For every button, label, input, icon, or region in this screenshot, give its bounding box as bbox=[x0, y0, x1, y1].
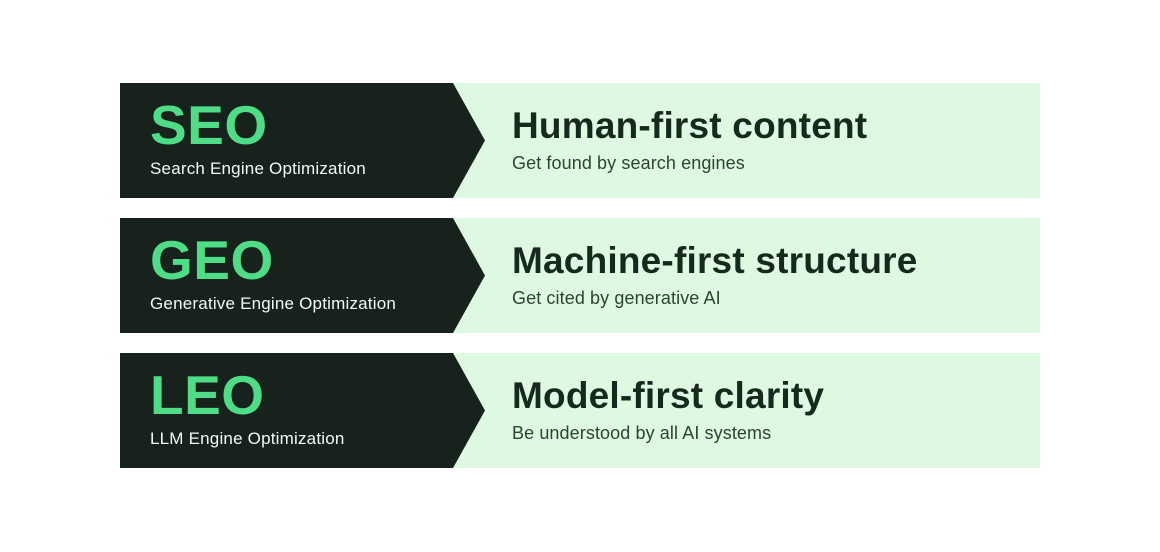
leo-acronym-full: LLM Engine Optimization bbox=[150, 429, 345, 449]
geo-title: Machine-first structure bbox=[512, 240, 918, 281]
leo-arrow-panel: LEO LLM Engine Optimization bbox=[120, 353, 485, 468]
seo-arrow-panel: SEO Search Engine Optimization bbox=[120, 83, 485, 198]
seo-acronym-full: Search Engine Optimization bbox=[150, 159, 366, 179]
leo-description: Model-first clarity Be understood by all… bbox=[512, 377, 1040, 444]
seo-title: Human-first content bbox=[512, 105, 868, 146]
row-leo: LEO LLM Engine Optimization Model-first … bbox=[120, 353, 1040, 468]
row-seo: SEO Search Engine Optimization Human-fir… bbox=[120, 83, 1040, 198]
leo-subtitle: Be understood by all AI systems bbox=[512, 423, 772, 443]
row-geo: GEO Generative Engine Optimization Machi… bbox=[120, 218, 1040, 333]
infographic-rows: SEO Search Engine Optimization Human-fir… bbox=[120, 83, 1040, 468]
seo-subtitle: Get found by search engines bbox=[512, 153, 745, 173]
leo-acronym: LEO bbox=[150, 363, 265, 426]
leo-title: Model-first clarity bbox=[512, 375, 825, 416]
geo-acronym-full: Generative Engine Optimization bbox=[150, 294, 397, 314]
geo-subtitle: Get cited by generative AI bbox=[512, 288, 721, 308]
seo-description: Human-first content Get found by search … bbox=[512, 107, 1040, 174]
geo-arrow-panel: GEO Generative Engine Optimization bbox=[120, 218, 485, 333]
geo-description: Machine-first structure Get cited by gen… bbox=[512, 242, 1040, 309]
seo-acronym: SEO bbox=[150, 93, 268, 156]
geo-acronym: GEO bbox=[150, 228, 274, 291]
